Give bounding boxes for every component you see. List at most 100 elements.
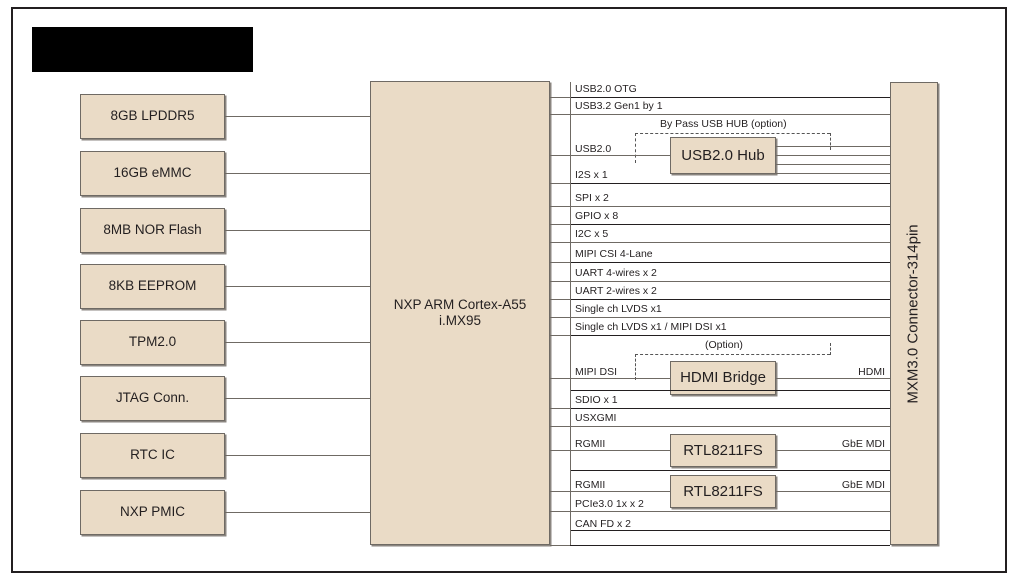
interface-label-pcie: PCIe3.0 1x x 2 bbox=[575, 498, 644, 510]
interface-label-gpio: GPIO x 8 bbox=[575, 210, 619, 222]
dashed-bypass-usb-top bbox=[635, 133, 830, 134]
output-label-gbe-mdi-1: GbE MDI bbox=[841, 438, 885, 450]
rowline-uart4 bbox=[570, 281, 890, 282]
wire-emmc bbox=[225, 173, 370, 174]
dashed-bypass-usb-right bbox=[830, 133, 831, 150]
wire-tpm bbox=[225, 342, 370, 343]
wire-jtag bbox=[225, 398, 370, 399]
wire-lpddr5 bbox=[225, 116, 370, 117]
interface-label-rgmii-2: RGMII bbox=[575, 479, 606, 491]
wire-rgmii2-to-phy bbox=[550, 491, 670, 492]
rowline-lvds bbox=[570, 317, 890, 318]
interface-label-usxgmi: USXGMI bbox=[575, 412, 617, 424]
stub-lvds bbox=[550, 317, 570, 318]
output-label-gbe-mdi-2: GbE MDI bbox=[841, 479, 885, 491]
interface-label-i2c: I2C x 5 bbox=[575, 228, 609, 240]
chip-label: RTL8211FS bbox=[683, 441, 763, 459]
wire-hub-out-2 bbox=[776, 155, 890, 156]
dashed-bypass-usb-left bbox=[635, 133, 636, 163]
stub-usb2-otg bbox=[550, 97, 570, 98]
rowline-mipi-csi bbox=[570, 262, 890, 263]
chip-label: HDMI Bridge bbox=[680, 369, 766, 386]
chip-label: RTL8211FS bbox=[683, 482, 763, 500]
dashed-bypass-hdmi-left bbox=[635, 354, 636, 380]
stub-canfd bbox=[550, 545, 570, 546]
stub-usxgmi bbox=[550, 426, 570, 427]
stub-i2c bbox=[550, 242, 570, 243]
rowline-spi bbox=[570, 206, 890, 207]
left-block-label: 16GB eMMC bbox=[113, 165, 192, 181]
stub-i2s bbox=[550, 183, 570, 184]
dashed-bypass-hdmi-right bbox=[830, 343, 831, 355]
stub-spi bbox=[550, 206, 570, 207]
rowline-usxgmi bbox=[570, 426, 890, 427]
left-block-label: 8MB NOR Flash bbox=[103, 222, 202, 238]
left-block-label: 8KB EEPROM bbox=[108, 278, 197, 294]
rowline-usb32 bbox=[570, 114, 890, 115]
left-block-label: JTAG Conn. bbox=[115, 390, 190, 406]
rowline-between-phys bbox=[570, 470, 890, 471]
left-block-label: NXP PMIC bbox=[119, 504, 185, 520]
interface-label-rgmii-1: RGMII bbox=[575, 438, 606, 450]
left-block-label: 8GB LPDDR5 bbox=[110, 108, 195, 124]
interface-label-canfd: CAN FD x 2 bbox=[575, 518, 632, 530]
left-block-eeprom: 8KB EEPROM bbox=[80, 264, 225, 309]
mxm3-connector-block: MXM3.0 Connector-314pin bbox=[890, 82, 938, 545]
chip-rtl8211fs-1: RTL8211FS bbox=[670, 434, 776, 467]
wire-mipidsi-to-bridge bbox=[550, 378, 670, 379]
wire-rtc bbox=[225, 455, 370, 456]
interface-label-lvds-dsi: Single ch LVDS x1 / MIPI DSI x1 bbox=[575, 321, 727, 333]
stub-mipi-csi bbox=[550, 262, 570, 263]
left-block-label: TPM2.0 bbox=[128, 334, 177, 350]
interface-label-usb2-otg: USB2.0 OTG bbox=[575, 83, 637, 95]
interface-label-spi: SPI x 2 bbox=[575, 192, 609, 204]
rowline-pcie bbox=[570, 511, 890, 512]
rowline-i2c bbox=[570, 242, 890, 243]
left-block-rtc: RTC IC bbox=[80, 433, 225, 478]
redacted-title-block bbox=[32, 27, 253, 72]
chip-usb2-hub: USB2.0 Hub bbox=[670, 137, 776, 174]
wire-phy1-to-gbe bbox=[776, 450, 890, 451]
rowline-sdio bbox=[570, 408, 890, 409]
stub-uart4 bbox=[550, 281, 570, 282]
wire-bridge-to-hdmi bbox=[776, 378, 890, 379]
dashed-bypass-hdmi-top bbox=[635, 354, 830, 355]
wire-hub-out-1 bbox=[776, 146, 890, 147]
rowline-gpio bbox=[570, 224, 890, 225]
left-block-emmc: 16GB eMMC bbox=[80, 151, 225, 196]
option-note-hdmi-bridge: (Option) bbox=[705, 339, 743, 351]
interface-label-mipi-dsi: MIPI DSI bbox=[575, 366, 618, 378]
connector-label: MXM3.0 Connector-314pin bbox=[905, 223, 923, 404]
stub-sdio bbox=[550, 408, 570, 409]
interface-label-uart2: UART 2-wires x 2 bbox=[575, 285, 657, 297]
wire-phy2-to-gbe bbox=[776, 491, 890, 492]
left-block-jtag: JTAG Conn. bbox=[80, 376, 225, 421]
interface-column-spine bbox=[570, 82, 571, 545]
rowline-i2s bbox=[570, 183, 890, 184]
rowline-usb2-otg bbox=[570, 97, 890, 98]
interface-label-usb2: USB2.0 bbox=[575, 143, 612, 155]
rowline-canfd bbox=[570, 545, 890, 546]
wire-hub-out-3 bbox=[776, 164, 890, 165]
stub-lvds-dsi bbox=[550, 335, 570, 336]
interface-label-uart4: UART 4-wires x 2 bbox=[575, 267, 657, 279]
chip-hdmi-bridge: HDMI Bridge bbox=[670, 361, 776, 395]
output-label-hdmi: HDMI bbox=[858, 366, 885, 378]
wire-eeprom bbox=[225, 286, 370, 287]
interface-label-i2s: I2S x 1 bbox=[575, 169, 608, 181]
left-block-pmic: NXP PMIC bbox=[80, 490, 225, 535]
rowline-uart2 bbox=[570, 299, 890, 300]
left-block-nor-flash: 8MB NOR Flash bbox=[80, 208, 225, 253]
stub-pcie bbox=[550, 511, 570, 512]
soc-label-line1: NXP ARM Cortex-A55 bbox=[393, 296, 527, 312]
wire-rgmii1-to-phy bbox=[550, 450, 670, 451]
chip-rtl8211fs-2: RTL8211FS bbox=[670, 475, 776, 508]
rowline-lvds-dsi bbox=[570, 335, 890, 336]
soc-block: NXP ARM Cortex-A55 i.MX95 bbox=[370, 81, 550, 545]
interface-label-lvds: Single ch LVDS x1 bbox=[575, 303, 662, 315]
wire-pmic bbox=[225, 512, 370, 513]
stub-usb32 bbox=[550, 114, 570, 115]
rowline-sdio-top bbox=[570, 390, 890, 391]
wire-usb2-to-hub bbox=[550, 155, 670, 156]
